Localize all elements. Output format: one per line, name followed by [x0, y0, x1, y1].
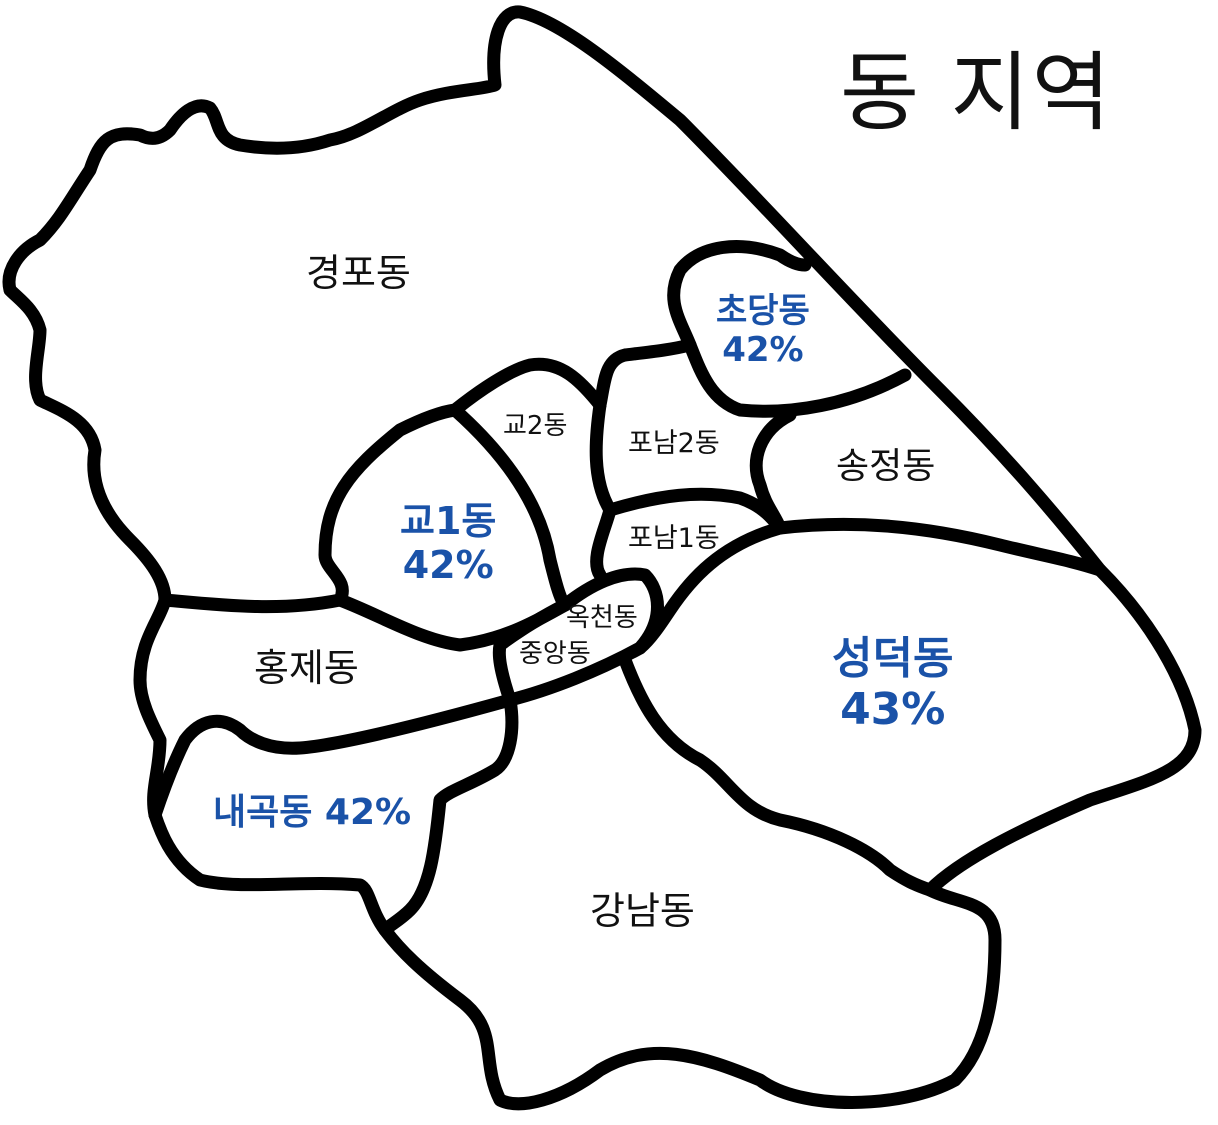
- region-rate: 43%: [840, 683, 946, 735]
- region-label-hongje: 홍제동: [254, 646, 359, 691]
- boundary-ponam1-west: [590, 503, 617, 582]
- boundary-ponam2: [593, 240, 812, 412]
- region-name: 경포동: [306, 251, 411, 295]
- region-label-ponam1: 포남1동: [628, 523, 720, 554]
- region-label-ponam2: 포남2동: [628, 428, 720, 459]
- region-rate: 42%: [324, 792, 412, 833]
- region-label-gyo1: 교1동 42%: [400, 499, 497, 587]
- boundary-seongdeok-north: [773, 517, 1107, 577]
- region-label-gangnam: 강남동: [590, 889, 695, 934]
- region-name: 송정동: [836, 446, 936, 487]
- region-name: 교1동: [400, 499, 497, 543]
- region-name: 옥천동: [566, 603, 638, 633]
- region-name: 성덕동: [832, 633, 954, 684]
- boundary-ponam1-north: [603, 487, 787, 535]
- region-rate: 42%: [402, 542, 494, 587]
- region-label-okcheon: 옥천동: [566, 603, 638, 634]
- boundary-chodang: [683, 338, 912, 418]
- boundary-gangnam-seongdeok: [618, 653, 937, 897]
- region-name: 강남동: [590, 889, 695, 933]
- boundary-hongje-south: [148, 693, 517, 822]
- map-title: 동 지역: [840, 43, 1113, 143]
- map-outer-boundary: [2, 5, 1202, 1111]
- boundary-ponam2-west: [589, 398, 617, 517]
- region-name: 교2동: [503, 411, 568, 441]
- region-name: 내곡동: [213, 792, 313, 833]
- region-name: 홍제동: [254, 646, 359, 690]
- region-label-chodang: 초당동 42%: [716, 291, 810, 371]
- region-label-gyo2: 교2동: [503, 411, 568, 442]
- region-label-naegok: 내곡동 42%: [213, 792, 411, 833]
- region-label-gyeongpo: 경포동: [306, 251, 411, 296]
- region-name: 중앙동: [519, 639, 591, 669]
- region-label-songjeong: 송정동: [836, 446, 935, 487]
- region-name: 포남2동: [628, 428, 720, 459]
- region-name: 포남1동: [628, 523, 720, 554]
- boundary-jungang-south: [378, 693, 519, 937]
- boundary-gyo1-gyo2: [448, 403, 572, 612]
- region-label-jungang: 중앙동: [519, 639, 591, 670]
- region-rate: 42%: [722, 330, 804, 371]
- boundary-gyeongpo-hongje: [158, 593, 347, 614]
- boundary-okcheon: [492, 567, 664, 707]
- region-name: 초당동: [716, 291, 810, 331]
- boundary-gyo1: [318, 357, 607, 607]
- region-label-seongdeok: 성덕동 43%: [832, 633, 954, 735]
